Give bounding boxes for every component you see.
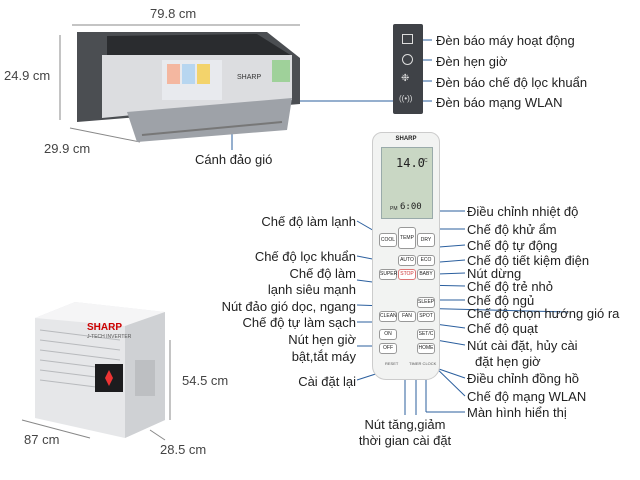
- timer-on-button[interactable]: ON: [379, 329, 397, 340]
- label-super-mode-2: lạnh siêu mạnh: [267, 282, 356, 297]
- label-plasma-mode: Chế độ lọc khuẩn: [254, 249, 356, 264]
- label-baby-mode: Chế độ trẻ nhỏ: [467, 279, 554, 294]
- label-time-adjust-1: Nút tăng,giảm: [364, 417, 446, 432]
- label-swing: Nút đảo gió dọc, ngang: [221, 299, 356, 314]
- label-set-timer-2: đặt hẹn giờ: [475, 354, 541, 369]
- cool-button[interactable]: COOL: [379, 233, 397, 247]
- label-cool-mode: Chế độ làm lạnh: [261, 214, 356, 229]
- indoor-unit: SHARP: [72, 30, 304, 142]
- lcd-time: 6:00: [400, 202, 422, 212]
- plasmacluster-icon: ❉: [401, 73, 410, 84]
- label-sleep-mode: Chế độ ngủ: [467, 293, 535, 308]
- set-cancel-button[interactable]: SET/C: [417, 329, 435, 340]
- lcd-unit: °C: [422, 158, 428, 164]
- fan-button[interactable]: FAN: [398, 311, 416, 322]
- power-indicator-icon: [402, 34, 413, 44]
- label-spot-mode: Chế độ chọn hướng gió ra: [467, 306, 620, 321]
- outdoor-sublogo: J-TECH INVERTER: [87, 334, 132, 340]
- outdoor-unit-illustration: [35, 302, 165, 438]
- auto-button[interactable]: AUTO: [398, 255, 416, 266]
- indicator-label-wlan: Đèn báo mạng WLAN: [436, 95, 563, 110]
- label-temp-adjust: Điều chỉnh nhiệt độ: [467, 204, 579, 219]
- label-set-timer-1: Nút cài đặt, hủy cài: [467, 338, 578, 353]
- label-fan-mode: Chế độ quạt: [467, 321, 538, 336]
- label-display: Màn hình hiển thị: [467, 405, 567, 420]
- home-button[interactable]: HOME: [417, 343, 435, 354]
- label-reset: Cài đặt lại: [298, 374, 356, 389]
- label-timer-2: bật,tắt máy: [291, 349, 356, 364]
- outdoor-brand: SHARP: [87, 322, 123, 333]
- label-auto-mode: Chế độ tự động: [467, 238, 558, 253]
- outdoor-depth-label: 28.5 cm: [160, 442, 207, 457]
- super-button[interactable]: SUPER: [379, 269, 397, 280]
- label-eco-mode: Chế độ tiết kiệm điện: [467, 253, 590, 268]
- outdoor-height-label: 54.5 cm: [182, 373, 229, 388]
- outdoor-width-label: 87 cm: [24, 432, 60, 447]
- label-stop: Nút dừng: [467, 266, 522, 281]
- indoor-height-label: 24.9 cm: [4, 68, 51, 83]
- louver-label: Cánh đảo gió: [195, 152, 273, 167]
- reset-button[interactable]: RESET: [385, 361, 399, 366]
- label-self-clean: Chế độ tự làm sạch: [242, 315, 356, 330]
- clean-button[interactable]: CLEAN: [379, 311, 397, 322]
- indicator-label-power: Đèn báo máy hoạt động: [436, 33, 575, 48]
- temp-button[interactable]: TEMP: [398, 227, 416, 249]
- spot-button[interactable]: SPOT: [417, 311, 435, 322]
- label-timer-1: Nút hẹn giờ: [288, 332, 356, 347]
- eco-button[interactable]: ECO: [417, 255, 435, 266]
- indicator-label-timer: Đèn hẹn giờ: [436, 54, 508, 69]
- label-super-mode-1: Chế độ làm: [289, 266, 356, 281]
- remote-lcd: 14.0 °C PM 6:00: [381, 147, 433, 219]
- indoor-brand: SHARP: [237, 74, 262, 81]
- clock-icon: [402, 54, 413, 65]
- timer-clock-button[interactable]: TIMER CLOCK: [409, 361, 437, 366]
- remote-control: SHARP 14.0 °C PM 6:00 COOL TEMP DRY AUTO…: [372, 132, 440, 380]
- wlan-icon: ((•)): [399, 94, 413, 103]
- sleep-button[interactable]: SLEEP: [417, 297, 435, 308]
- lcd-pm: PM: [390, 206, 398, 212]
- indoor-width-label: 79.8 cm: [150, 6, 197, 21]
- label-wlan-mode: Chế độ mạng WLAN: [467, 389, 587, 404]
- indoor-depth-label: 29.9 cm: [44, 141, 91, 156]
- stop-button[interactable]: STOP: [398, 269, 416, 280]
- lcd-temp: 14.0: [396, 156, 425, 170]
- outdoor-unit: SHARP J-TECH INVERTER: [25, 300, 175, 440]
- timer-off-button[interactable]: OFF: [379, 343, 397, 354]
- dry-button[interactable]: DRY: [417, 233, 435, 247]
- indoor-unit-illustration: [77, 32, 300, 142]
- indicator-label-plasma: Đèn báo chế độ lọc khuẩn: [436, 75, 588, 90]
- indicator-panel: ❉ ((•)): [393, 24, 423, 114]
- label-dry-mode: Chế độ khử ẩm: [467, 222, 557, 237]
- label-clock-adjust: Điều chỉnh đồng hồ: [467, 371, 580, 386]
- remote-brand: SHARP: [395, 136, 417, 142]
- label-time-adjust-2: thời gian cài đặt: [358, 433, 452, 448]
- baby-button[interactable]: BABY: [417, 269, 435, 280]
